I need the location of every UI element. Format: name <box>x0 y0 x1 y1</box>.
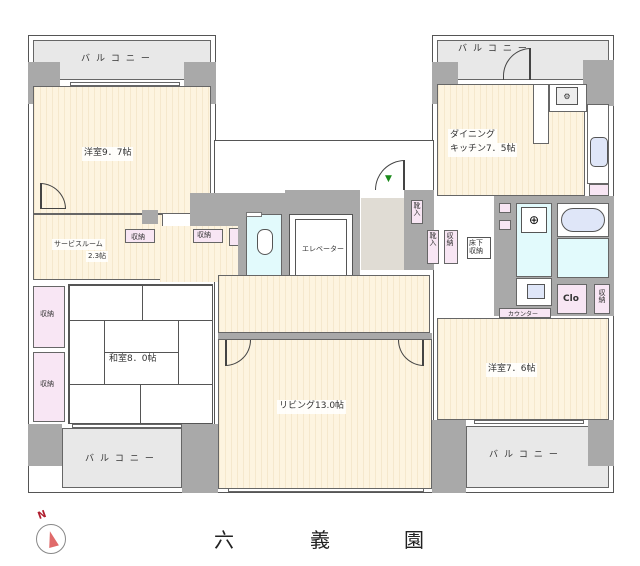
compass <box>36 524 66 554</box>
tatami <box>178 320 213 385</box>
storage-closet[interactable]: 収納 <box>193 229 223 243</box>
window <box>474 420 584 424</box>
wall-block <box>432 420 466 493</box>
toilet-room <box>246 214 282 284</box>
room-label-line2: キッチン7．5帖 <box>448 143 518 157</box>
toilet-icon <box>257 229 273 255</box>
shoe-cabinet-1[interactable]: 靴入 <box>411 200 423 224</box>
tatami <box>69 384 141 424</box>
closet-clo[interactable]: Clo <box>557 284 587 314</box>
bathroom <box>557 238 609 278</box>
room-label-line2: 2.3帖 <box>86 251 109 263</box>
room-label: 和室8．0帖 <box>107 353 159 367</box>
balcony-top-left: バルコニー <box>33 40 211 80</box>
balcony-label: バルコニー <box>81 54 156 64</box>
counter-label: カウンター <box>508 311 539 318</box>
garden-name-char-3: 園 <box>404 528 424 552</box>
tatami <box>142 285 213 321</box>
tatami <box>104 320 179 353</box>
sink-icon <box>590 137 608 167</box>
balcony-bottom-left: バルコニー <box>62 428 182 488</box>
room-label: 洋室9．7帖 <box>82 147 134 161</box>
balcony-bottom-right: バルコニー <box>466 426 609 488</box>
garden-name-char-2: 義 <box>310 528 330 552</box>
washroom: ⊕ <box>516 203 552 277</box>
shoe-label: 靴入 <box>429 232 437 246</box>
storage-closet[interactable]: 収納 <box>444 230 458 264</box>
window <box>72 424 182 428</box>
japanese-room: 和室8．0帖 <box>68 284 213 424</box>
north-label: N <box>36 508 49 523</box>
entrance-floor <box>361 198 404 270</box>
wall-block <box>142 210 158 224</box>
balcony-label: バルコニー <box>458 44 533 54</box>
washing-machine-icon: ⊕ <box>521 207 547 233</box>
window <box>70 82 180 86</box>
room-label: リビング13.0帖 <box>277 400 347 414</box>
storage-closet[interactable]: 収納 <box>125 229 155 243</box>
window <box>228 488 424 492</box>
storage-small[interactable] <box>589 184 609 196</box>
wall-divider <box>218 333 432 339</box>
garden-name-char-1: 六 <box>214 528 234 552</box>
storage-label: 収納 <box>598 289 606 303</box>
tatami <box>69 285 143 321</box>
elevator-label: エレベーター <box>302 245 344 253</box>
tatami <box>69 320 105 385</box>
underfloor-label: 床下収納 <box>469 239 483 256</box>
living-room: リビング13.0帖 <box>218 339 432 489</box>
storage-label: 収納 <box>131 233 145 241</box>
elevator-car: エレベーター <box>295 219 347 281</box>
kitchen-side-counter <box>549 84 587 112</box>
elevator: エレベーター <box>289 214 353 286</box>
service-room: サービスルーム 2.3帖 <box>33 214 163 280</box>
western-room-1: 洋室9．7帖 <box>33 86 211 214</box>
storage-closet[interactable]: 収納 <box>594 284 610 314</box>
storage-label: 収納 <box>446 232 454 246</box>
living-hall <box>218 275 430 333</box>
western-room-2: 洋室7．6帖 <box>437 318 609 420</box>
clo-label: Clo <box>563 294 579 304</box>
stove-icon: ⚙ <box>556 87 578 105</box>
room-label-line1: ダイニング <box>448 129 498 143</box>
counter[interactable]: カウンター <box>499 308 551 318</box>
bathtub-area <box>557 203 609 237</box>
storage-small[interactable] <box>499 220 511 230</box>
north-arrow-icon <box>45 529 59 549</box>
storage-closet-1[interactable]: 収納 <box>33 286 65 348</box>
bathtub-icon <box>561 208 605 232</box>
shoe-label: 靴入 <box>413 202 421 216</box>
room-label: 洋室7．6帖 <box>486 363 538 377</box>
storage-label: 収納 <box>40 380 54 388</box>
wall-block <box>588 420 614 466</box>
underfloor-storage[interactable]: 床下収納 <box>467 237 491 259</box>
storage-label: 収納 <box>197 231 211 239</box>
balcony-label: バルコニー <box>489 450 564 460</box>
storage-small[interactable] <box>499 203 511 213</box>
basin-icon <box>527 284 545 299</box>
wall-block <box>583 60 614 106</box>
vanity <box>516 278 552 306</box>
storage-label: 収納 <box>40 310 54 318</box>
storage-closet-2[interactable]: 収納 <box>33 352 65 422</box>
room-label-line1: サービスルーム <box>52 239 105 251</box>
wall-block <box>182 424 218 493</box>
balcony-label: バルコニー <box>85 454 160 464</box>
tatami <box>140 384 213 424</box>
kitchen-counter <box>533 84 549 144</box>
vent <box>246 212 262 217</box>
shoe-cabinet-2[interactable]: 靴入 <box>427 230 439 264</box>
wall-block <box>28 424 62 466</box>
